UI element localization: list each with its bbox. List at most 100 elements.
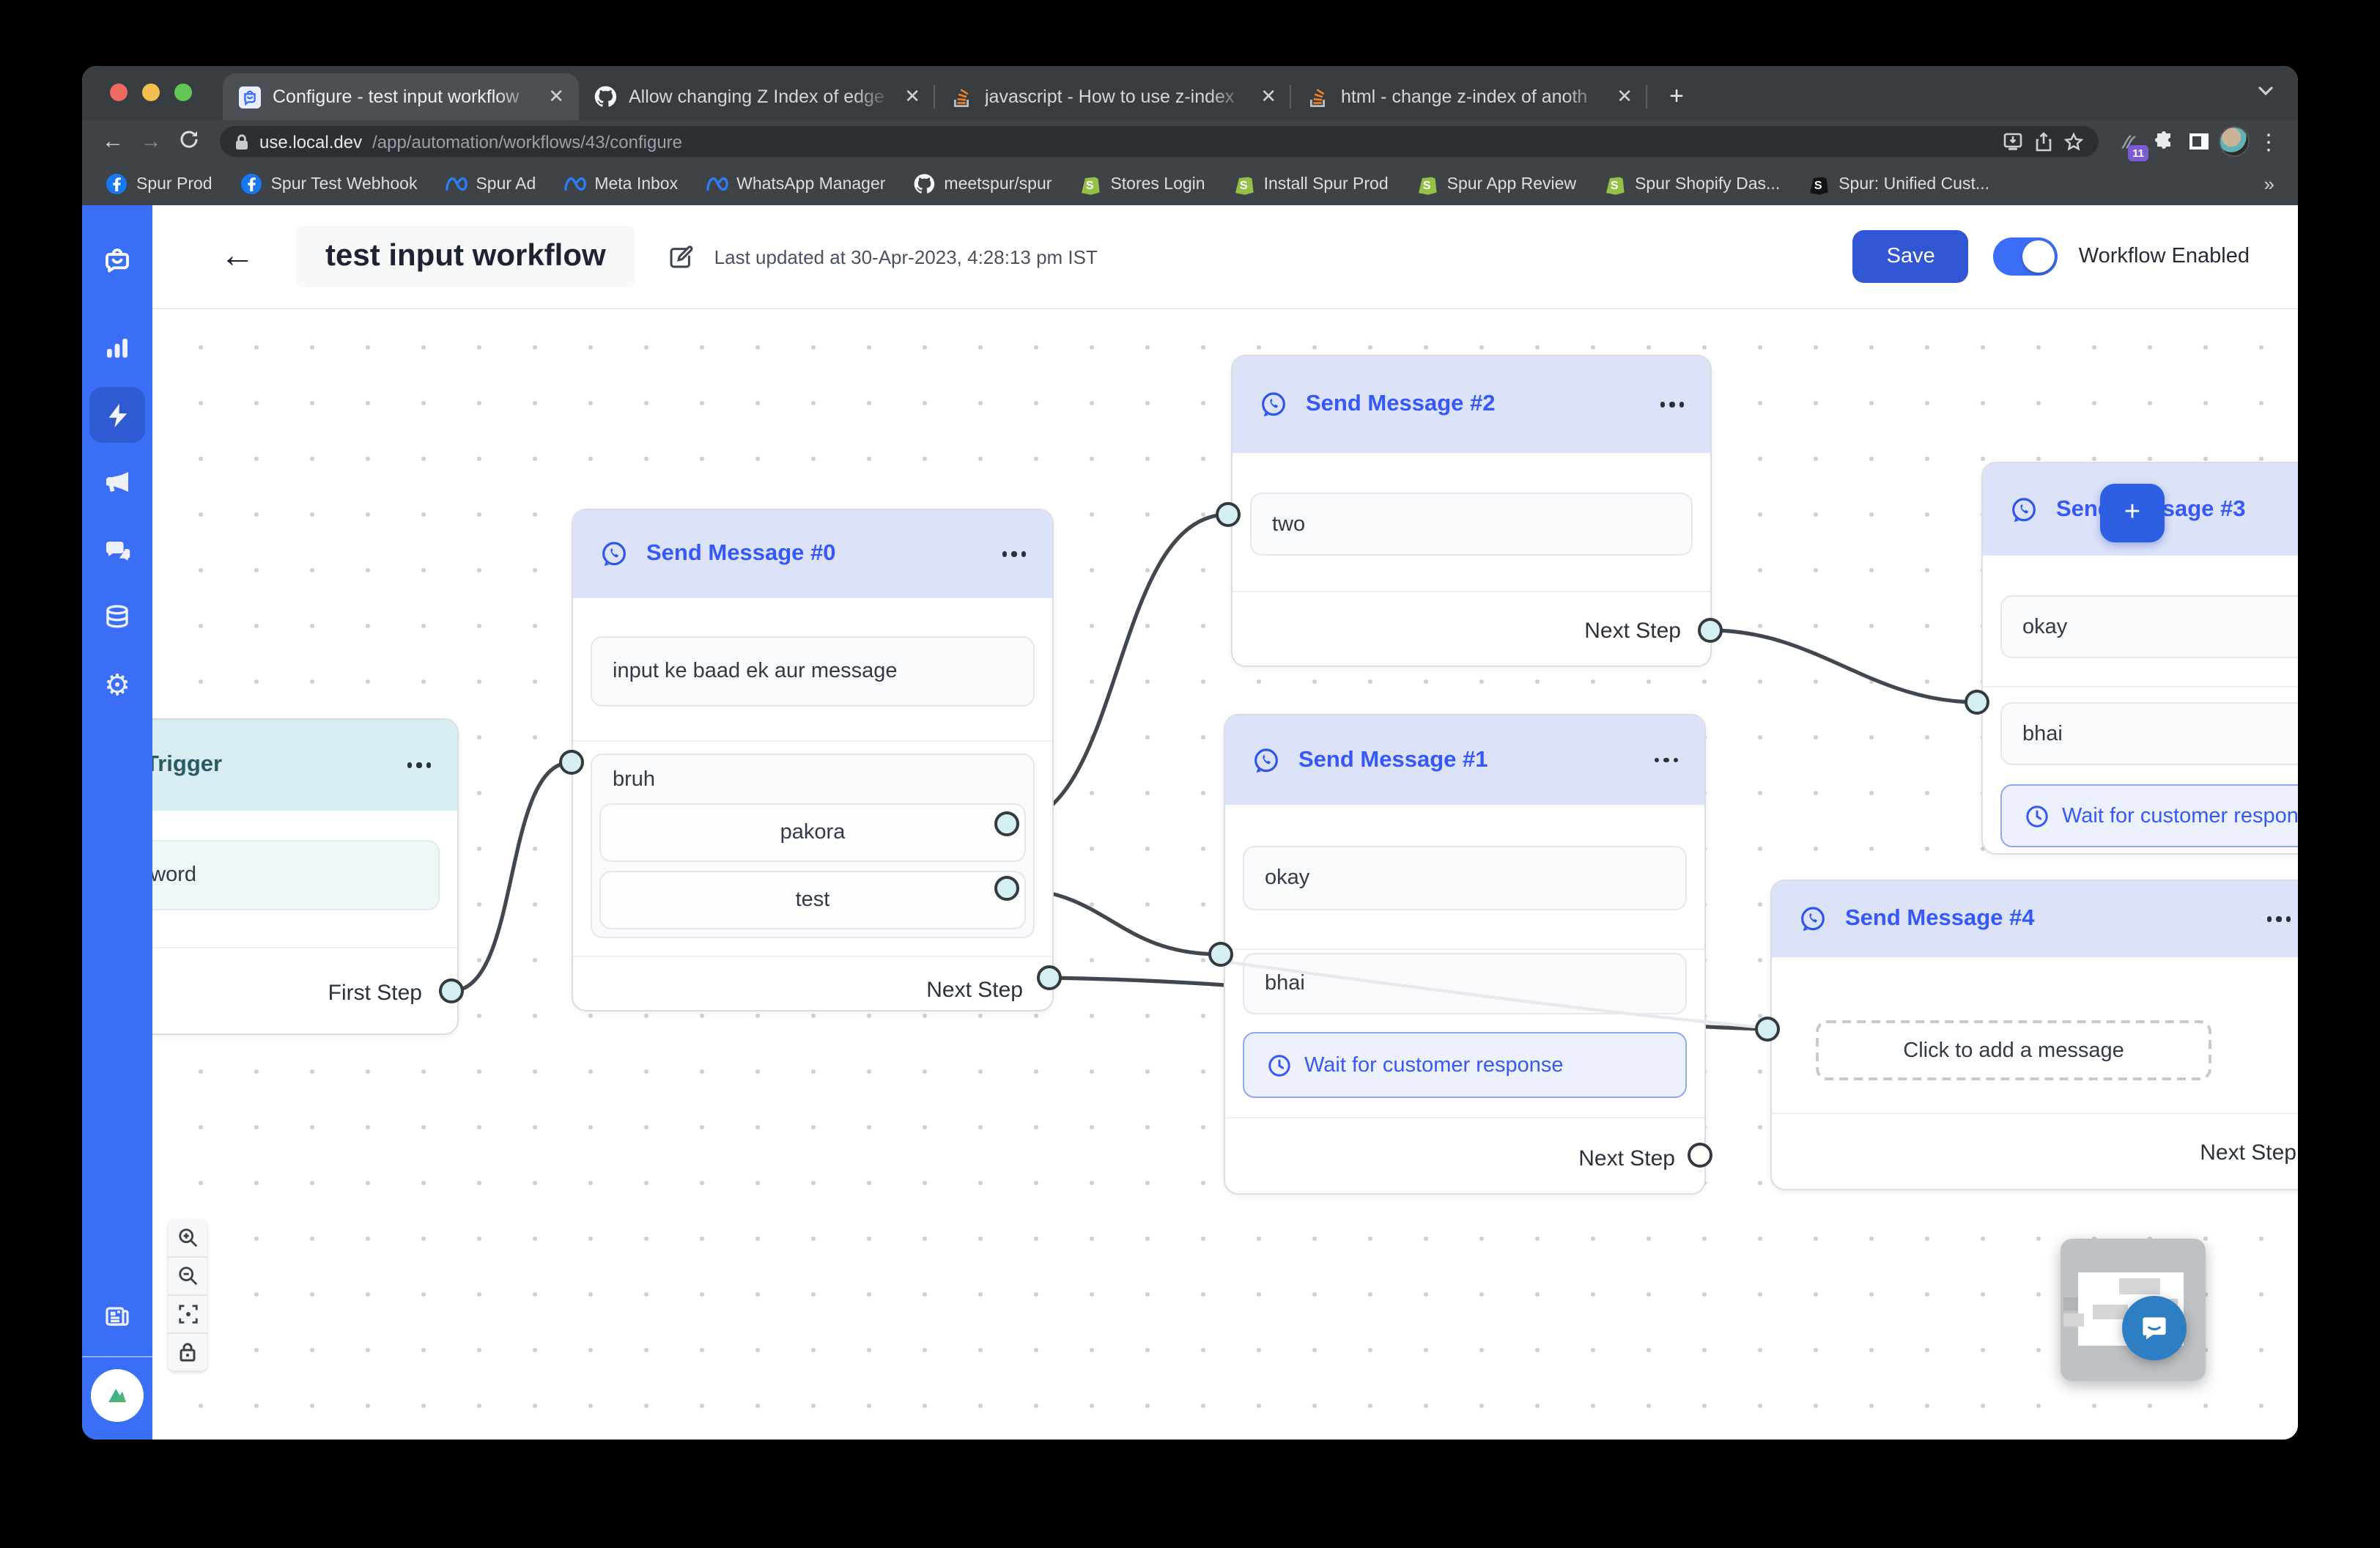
browser-tab-active[interactable]: Configure - test input workflow ✕ xyxy=(223,73,579,120)
meta-icon xyxy=(706,173,728,195)
install-app-icon[interactable] xyxy=(2002,131,2024,152)
url-address-bar[interactable]: use.local.dev /app/automation/workflows/… xyxy=(220,126,2099,157)
node-send-message-0[interactable]: Send Message #0 input ke baad ek aur mes… xyxy=(572,509,1054,1011)
trigger-keyword-box[interactable]: keyword xyxy=(152,840,440,910)
handle-msg2-next-step[interactable] xyxy=(1698,618,1723,643)
handle-msg0-target[interactable] xyxy=(559,750,584,775)
profile-avatar[interactable] xyxy=(2216,124,2251,159)
bookmark-item[interactable]: Spur Ad xyxy=(445,173,536,195)
browser-tab[interactable]: javascript - How to use z-index ✕ xyxy=(935,73,1291,120)
workspace-avatar[interactable] xyxy=(91,1369,144,1422)
message-box[interactable]: okay xyxy=(2000,595,2298,658)
node-send-message-4[interactable]: Send Message #4 Click to add a message N… xyxy=(1770,880,2298,1190)
sidebar-item-settings[interactable]: ⚙ xyxy=(89,657,145,712)
tab-close-icon[interactable]: ✕ xyxy=(1260,85,1276,107)
url-host: use.local.dev xyxy=(259,131,363,152)
github-icon xyxy=(913,173,935,195)
node-menu-icon[interactable] xyxy=(1002,551,1026,557)
option-button[interactable]: pakora xyxy=(599,803,1026,862)
lock-button[interactable] xyxy=(169,1333,207,1371)
workflow-title[interactable]: test input workflow xyxy=(296,226,635,287)
workflow-canvas[interactable]: Trigger keyword First Step Send Message … xyxy=(152,308,2298,1440)
node-menu-icon[interactable] xyxy=(407,762,431,768)
browser-tab[interactable]: html - change z-index of anoth ✕ xyxy=(1291,73,1647,120)
wait-for-response-box[interactable]: Wait for customer response xyxy=(2000,784,2298,847)
bookmark-item[interactable]: S Spur Shopify Das... xyxy=(1604,173,1780,195)
message-box[interactable]: two xyxy=(1250,493,1693,556)
node-send-message-2[interactable]: Send Message #2 two Next Step xyxy=(1231,355,1712,667)
workflow-enabled-label: Workflow Enabled xyxy=(2078,245,2250,268)
back-icon[interactable]: ← xyxy=(102,129,124,154)
node-menu-icon[interactable] xyxy=(1654,757,1678,763)
window-zoom-button[interactable] xyxy=(174,84,192,101)
bookmark-item[interactable]: Spur Test Webhook xyxy=(240,173,417,195)
extensions-puzzle-icon[interactable] xyxy=(2146,124,2181,159)
workflow-enabled-toggle[interactable] xyxy=(1993,237,2058,276)
node-trigger[interactable]: Trigger keyword First Step xyxy=(152,718,459,1035)
bookmark-item[interactable]: S Spur: Unified Cust... xyxy=(1808,173,1989,195)
handle-msg2-target[interactable] xyxy=(1216,502,1241,527)
add-node-button[interactable]: + xyxy=(2100,484,2165,542)
window-minimize-button[interactable] xyxy=(142,84,160,101)
add-message-placeholder[interactable]: Click to add a message xyxy=(1816,1020,2211,1080)
node-menu-icon[interactable] xyxy=(2266,916,2291,922)
tab-close-icon[interactable]: ✕ xyxy=(904,85,920,107)
message-box[interactable]: bhai xyxy=(2000,702,2298,765)
svg-text:S: S xyxy=(1814,180,1822,192)
sidebar-item-automation[interactable] xyxy=(89,387,145,443)
browser-window: Configure - test input workflow ✕ Allow … xyxy=(82,66,2298,1440)
zoom-in-button[interactable] xyxy=(169,1220,207,1256)
window-close-button[interactable] xyxy=(110,84,128,101)
handle-msg3-target[interactable] xyxy=(1965,690,1989,715)
bookmark-item[interactable]: S Spur App Review xyxy=(1416,173,1576,195)
handle-msg1-next-step[interactable] xyxy=(1688,1143,1712,1168)
node-menu-icon[interactable] xyxy=(1660,402,1684,408)
tab-close-icon[interactable]: ✕ xyxy=(548,85,564,107)
bookmark-item[interactable]: S Stores Login xyxy=(1079,173,1205,195)
handle-trigger-first-step[interactable] xyxy=(439,978,464,1003)
message-box[interactable]: okay xyxy=(1243,846,1687,910)
save-button[interactable]: Save xyxy=(1852,230,1969,283)
extension-with-badge-icon[interactable]: 11 xyxy=(2110,124,2148,161)
handle-msg4-target[interactable] xyxy=(1755,1017,1780,1042)
message-box[interactable]: input ke baad ek aur message xyxy=(591,636,1035,707)
sidebar-item-analytics[interactable] xyxy=(89,320,145,375)
handle-option-pakora[interactable] xyxy=(994,811,1019,836)
sidebar-item-chats[interactable] xyxy=(89,522,145,578)
handle-msg1-target[interactable] xyxy=(1208,942,1233,967)
browser-menu-kebab-icon[interactable]: ⋮ xyxy=(2258,130,2280,155)
back-arrow-icon[interactable]: ← xyxy=(220,236,255,276)
side-panel-icon[interactable] xyxy=(2181,124,2216,159)
option-button[interactable]: test xyxy=(599,871,1026,929)
whatsapp-icon xyxy=(1254,748,1278,772)
sidebar-item-marketing-megaphone[interactable] xyxy=(89,454,145,510)
input-group[interactable]: bruh pakora test xyxy=(591,753,1035,938)
handle-option-test[interactable] xyxy=(994,876,1019,901)
edit-pencil-icon[interactable] xyxy=(668,243,695,270)
bookmark-item[interactable]: meetspur/spur xyxy=(913,173,1052,195)
forward-icon[interactable]: → xyxy=(140,129,162,154)
spur-logo[interactable] xyxy=(89,232,145,287)
browser-tab[interactable]: Allow changing Z Index of edge ✕ xyxy=(579,73,935,120)
sidebar-item-news[interactable] xyxy=(89,1289,145,1344)
bookmark-item[interactable]: Spur Prod xyxy=(106,173,212,195)
bookmark-star-icon[interactable] xyxy=(2063,131,2084,152)
bookmarks-overflow-chevrons-icon[interactable]: » xyxy=(2263,173,2274,195)
handle-msg0-next-step[interactable] xyxy=(1037,965,1062,990)
fit-view-button[interactable] xyxy=(169,1294,207,1333)
tab-close-icon[interactable]: ✕ xyxy=(1616,85,1633,107)
node-send-message-1[interactable]: Send Message #1 okay bhai Wait for custo… xyxy=(1224,714,1706,1195)
zoom-out-button[interactable] xyxy=(169,1256,207,1294)
intercom-chat-button[interactable] xyxy=(2122,1296,2187,1360)
share-icon[interactable] xyxy=(2034,131,2053,152)
new-tab-button[interactable]: + xyxy=(1669,82,1684,110)
tab-search-chevron-icon[interactable] xyxy=(2257,81,2274,107)
bookmark-item[interactable]: Meta Inbox xyxy=(563,173,678,195)
sidebar-item-data-stack[interactable] xyxy=(89,589,145,645)
bookmark-item[interactable]: S Install Spur Prod xyxy=(1233,173,1389,195)
message-box[interactable]: bhai xyxy=(1243,953,1687,1014)
tab-list: Configure - test input workflow ✕ Allow … xyxy=(223,73,1697,120)
wait-for-response-box[interactable]: Wait for customer response xyxy=(1243,1032,1687,1098)
reload-icon[interactable] xyxy=(170,128,208,155)
bookmark-item[interactable]: WhatsApp Manager xyxy=(706,173,885,195)
